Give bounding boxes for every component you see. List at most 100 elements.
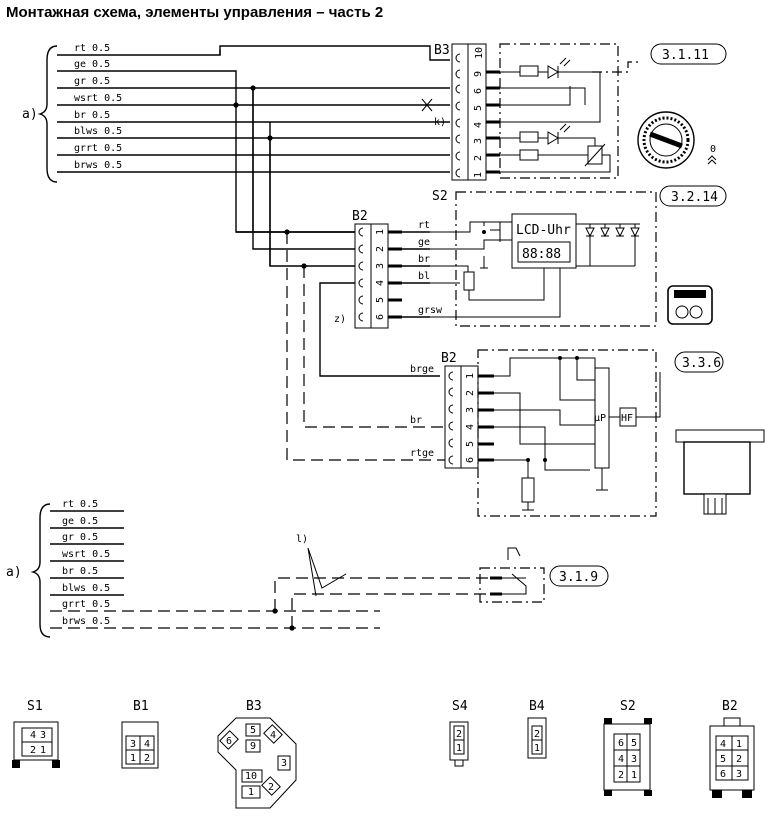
wire-label: blws 0.5 xyxy=(62,583,110,594)
pin-number: 1 xyxy=(248,787,254,798)
wire-label: brws 0.5 xyxy=(74,160,122,171)
s2-label: S2 xyxy=(432,189,448,204)
b3-label: B3 xyxy=(434,43,450,58)
wire-label: blws 0.5 xyxy=(74,126,122,137)
up-label: µP xyxy=(594,413,606,424)
pin-number: 9 xyxy=(473,71,484,77)
b2-mid-pins: 1 2 3 4 5 6 xyxy=(465,373,476,463)
pin-number: 2 xyxy=(456,729,462,740)
pin-number: 5 xyxy=(631,738,637,749)
pin-number: 1 xyxy=(375,229,386,235)
group-label-top: a) xyxy=(22,107,38,122)
pin-number: 3 xyxy=(736,769,742,780)
connector-label: S1 xyxy=(27,699,43,714)
wire-label: ge 0.5 xyxy=(74,59,110,70)
pin-number: 4 xyxy=(473,122,484,128)
pin-number: 6 xyxy=(473,88,484,94)
b2-mid-block: B2 1 2 3 4 5 6 brge br rtge µP HF xyxy=(410,349,765,517)
pin-number: 3 xyxy=(631,754,637,765)
connector-s1: S1 4 3 2 1 xyxy=(12,699,60,768)
s2-block: S2 LCD-Uhr 88:88 xyxy=(430,185,727,327)
wire-label: wsrt 0.5 xyxy=(62,549,110,560)
pin-number: 4 xyxy=(618,754,624,765)
connector-footprints: S1 4 3 2 1 B1 3 4 1 2 B3 5 xyxy=(12,699,755,809)
pin-number: 3 xyxy=(473,138,484,144)
rotary-knob-icon: 0 xyxy=(637,111,717,169)
pin-number: 5 xyxy=(375,297,386,303)
connector-label: S4 xyxy=(452,699,468,714)
b2-top-note: z) xyxy=(334,314,346,325)
pin-number: 5 xyxy=(465,441,476,447)
wire-label: rt xyxy=(418,220,430,231)
wire-label: grrt 0.5 xyxy=(74,143,122,154)
wire-label: ge xyxy=(418,237,430,248)
connector-label: B1 xyxy=(133,699,149,714)
connector-b1: B1 3 4 1 2 xyxy=(121,699,159,769)
hf-label: HF xyxy=(621,413,633,424)
wire-label: gr 0.5 xyxy=(74,76,110,87)
wire-label: br xyxy=(410,415,422,426)
connector-label: B3 xyxy=(246,699,262,714)
pin-number: 2 xyxy=(144,753,150,764)
pin-number: 6 xyxy=(618,738,624,749)
pin-number: 4 xyxy=(30,730,36,741)
connector-label: B2 xyxy=(722,699,738,714)
wire-label: rt 0.5 xyxy=(62,499,98,510)
wire-labels-bottom: rt 0.5 ge 0.5 gr 0.5 wsrt 0.5 br 0.5 blw… xyxy=(62,499,110,627)
pin-number: 5 xyxy=(250,725,256,736)
pin-number: 6 xyxy=(375,314,386,320)
pin-number: 10 xyxy=(474,47,485,59)
knob-zero-label: 0 xyxy=(710,144,716,155)
b2-mid-label: B2 xyxy=(441,351,457,366)
b2-top-block: B2 1 2 3 4 5 6 rt ge br bl grsw z xyxy=(236,88,445,461)
connector-b3: B3 5 6 9 4 3 10 2 1 xyxy=(217,699,297,809)
pin-number: 5 xyxy=(720,754,726,765)
b3-note: k) xyxy=(434,117,446,128)
wire-label: br xyxy=(418,254,430,265)
pin-number: 4 xyxy=(465,424,476,430)
connector-s4: S4 2 1 xyxy=(449,699,469,767)
wire-label: gr 0.5 xyxy=(62,532,98,543)
pin-number: 1 xyxy=(473,172,484,178)
pin-number: 1 xyxy=(130,753,136,764)
pin-number: 6 xyxy=(226,736,232,747)
wire-label: bl xyxy=(418,271,430,282)
pin-number: 1 xyxy=(465,373,476,379)
s2-ref: 3.2.14 xyxy=(671,190,718,205)
group-label-bottom: a) xyxy=(6,565,22,580)
pin-number: 10 xyxy=(245,771,257,782)
pin-number: 6 xyxy=(720,769,726,780)
wire-label: rt 0.5 xyxy=(74,43,110,54)
pin-number: 1 xyxy=(456,743,462,754)
wire-label: wsrt 0.5 xyxy=(74,93,122,104)
pin-number: 4 xyxy=(144,739,150,750)
wire-label: ge 0.5 xyxy=(62,516,98,527)
wire-label: brws 0.5 xyxy=(62,616,110,627)
b3-block: B3 10 9 6 5 4 3 2 1 xyxy=(434,43,727,181)
pin-number: 3 xyxy=(375,263,386,269)
pin-number: 4 xyxy=(270,730,276,741)
pin-number: 2 xyxy=(268,782,274,793)
wire-label: br 0.5 xyxy=(62,566,98,577)
lcd-digits: 88:88 xyxy=(522,247,561,262)
pin-number: 5 xyxy=(473,105,484,111)
pin-number: 1 xyxy=(736,739,742,750)
connector-b2: B2 4 5 6 1 2 3 xyxy=(709,699,755,798)
page-title: Монтажная схема, элементы управления – ч… xyxy=(6,4,384,21)
wire-label: rtge xyxy=(410,448,434,459)
pin-number: 3 xyxy=(465,407,476,413)
pin-number: 2 xyxy=(465,390,476,396)
wire-label: brge xyxy=(410,364,434,375)
pin-number: 1 xyxy=(40,745,46,756)
b3-pin-numbers: 10 9 6 5 4 3 2 1 xyxy=(473,47,485,178)
pin-number: 2 xyxy=(30,745,36,756)
wire-label: grrt 0.5 xyxy=(62,599,110,610)
pin-number: 2 xyxy=(736,754,742,765)
pin-number: 4 xyxy=(720,739,726,750)
receiver-icon xyxy=(675,429,765,515)
b2-top-label: B2 xyxy=(352,209,368,224)
connector-label: B4 xyxy=(529,699,545,714)
pin-number: 1 xyxy=(534,743,540,754)
pin-number: 3 xyxy=(130,739,136,750)
pin-number: 3 xyxy=(40,730,46,741)
